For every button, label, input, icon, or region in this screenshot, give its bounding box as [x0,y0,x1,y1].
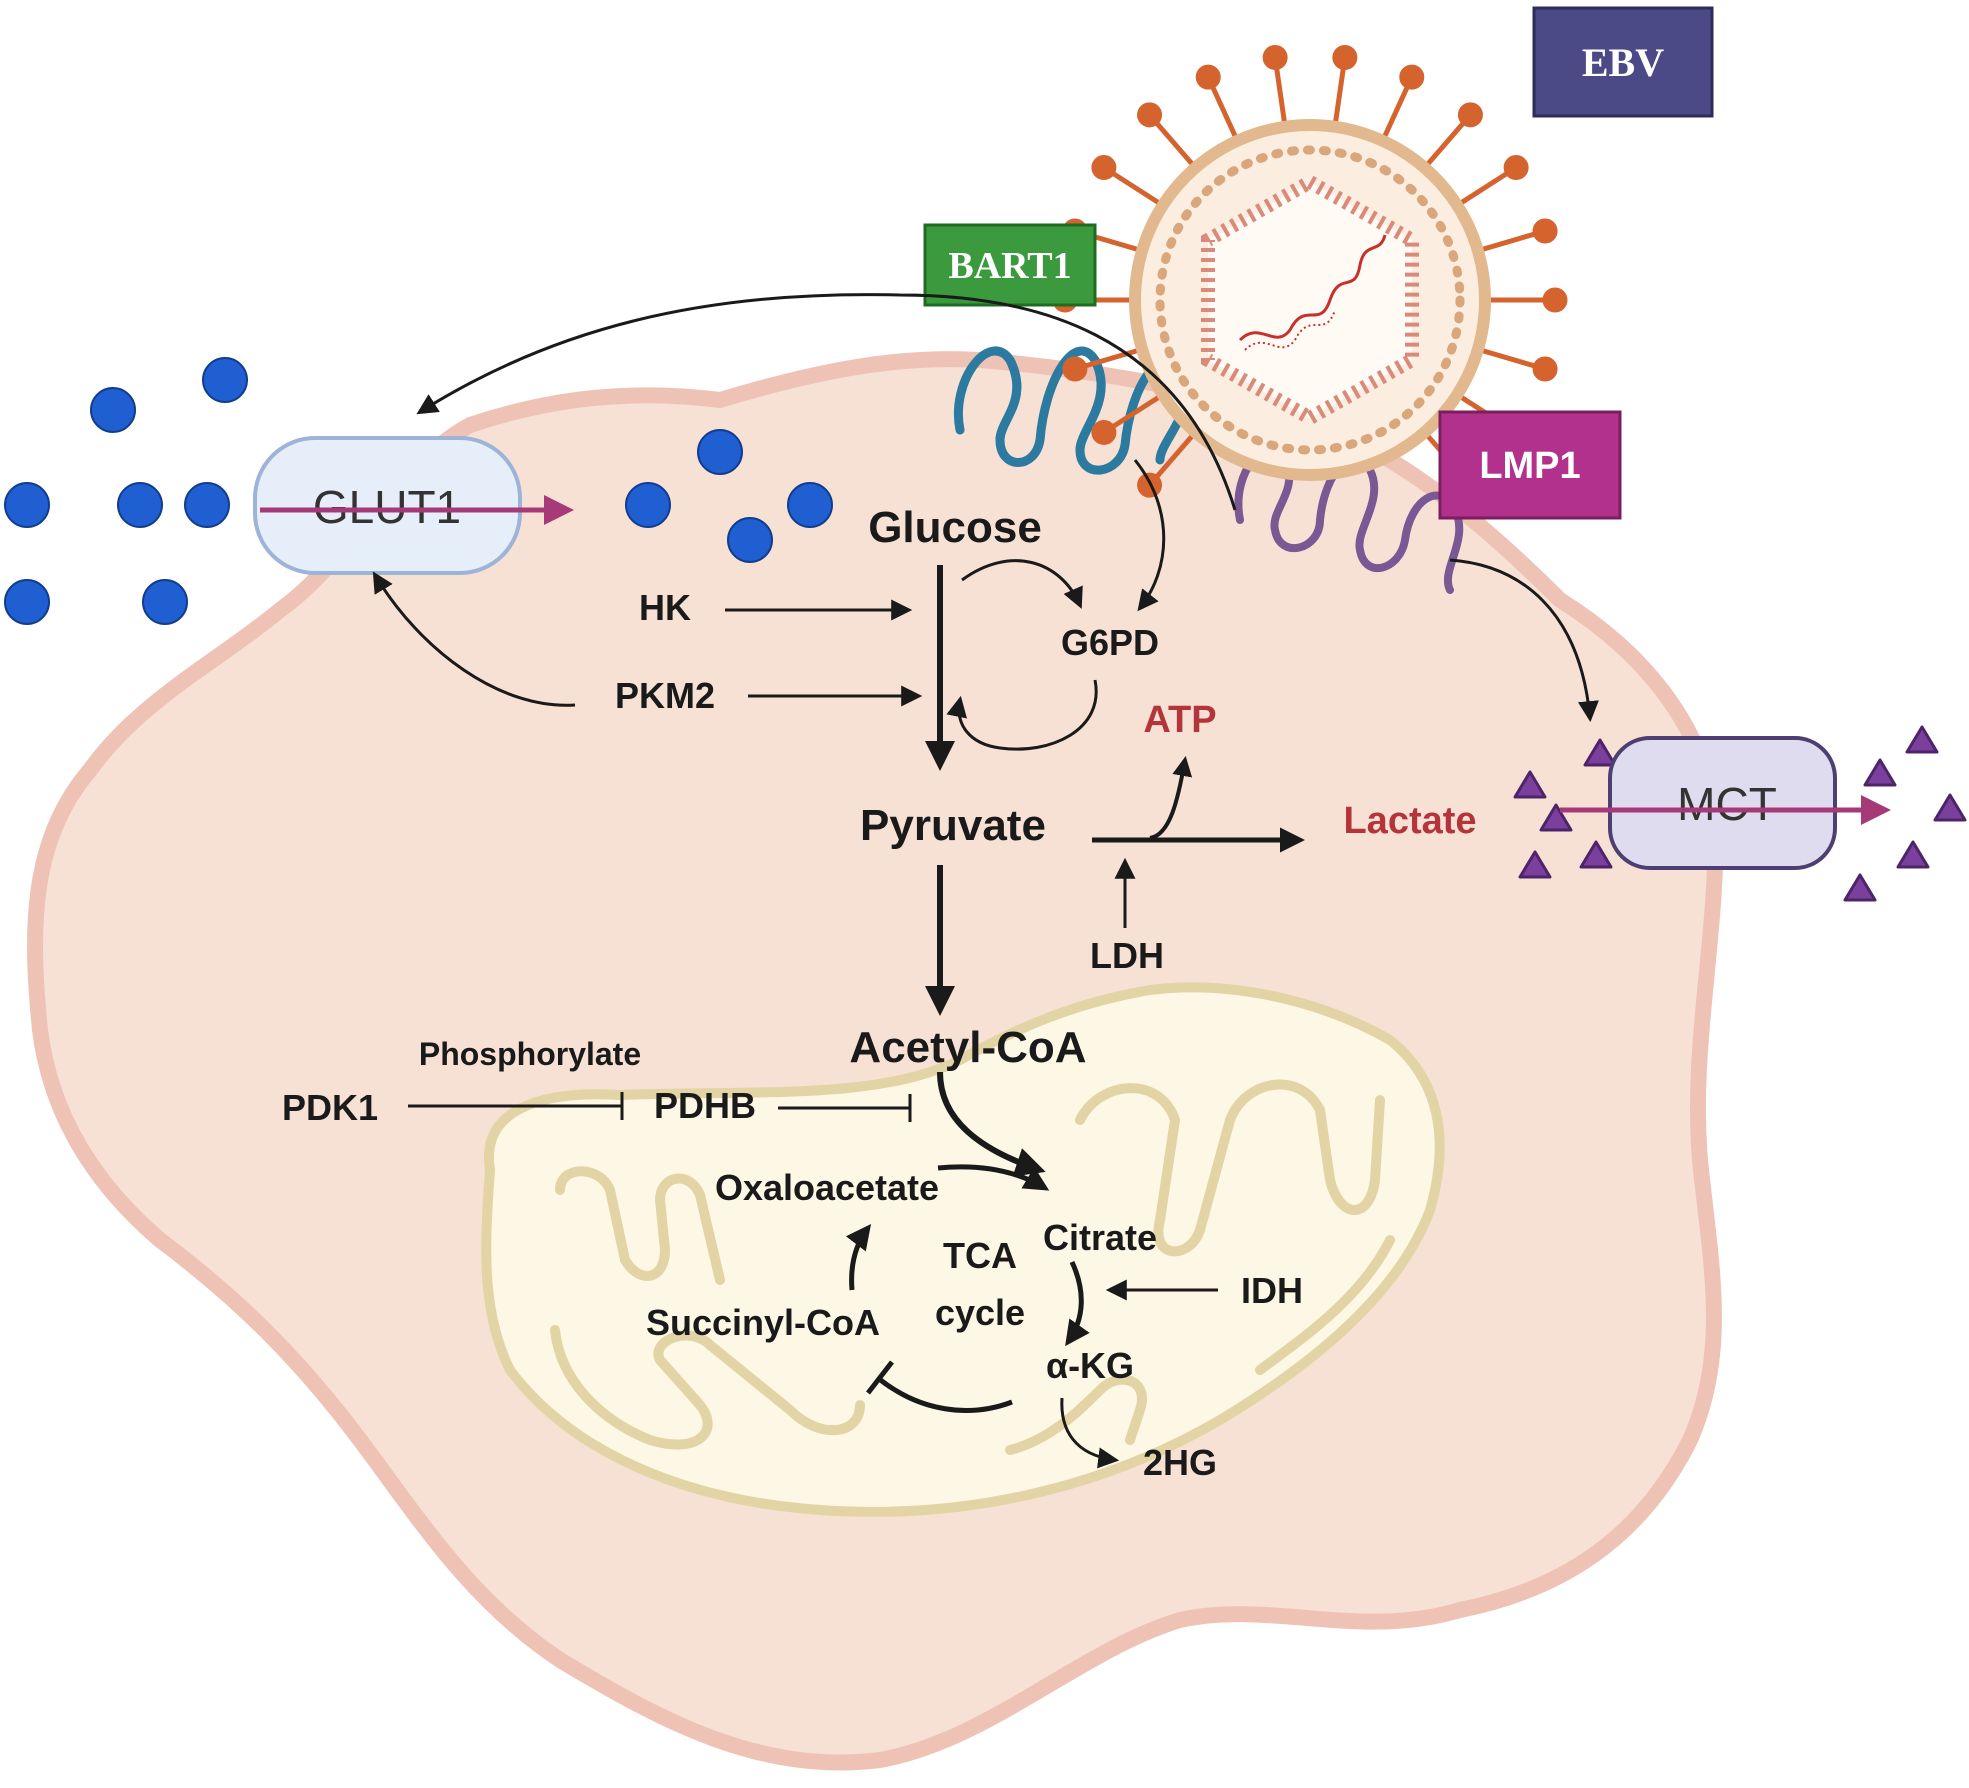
phosphorylate-label: Phosphorylate [419,1036,641,1072]
glucose-dot [90,387,136,433]
lactate-triangle [1905,725,1939,754]
succinyl-coa-label: Succinyl-CoA [646,1302,880,1343]
glucose-dot [4,482,50,528]
virion-spike-head [1091,419,1117,445]
bart1-label: BART1 [948,245,1071,287]
lactate-triangle [1579,840,1613,869]
pdk1-label: PDK1 [282,1087,378,1128]
tca-label-line1: TCA [943,1235,1017,1276]
pyruvate-label: Pyruvate [860,801,1046,850]
lactate-triangle [1583,738,1617,767]
arrow-akg-to-2hg [1060,1397,1120,1469]
lmp1-box [1438,410,1622,520]
glucose-dot [625,482,671,528]
mct-label: MCT [1677,778,1777,830]
glucose-molecules [4,357,833,625]
tca-label-line2: cycle [935,1292,1025,1333]
virion-spike-head [1532,218,1558,244]
2hg-label: 2HG [1143,1442,1217,1483]
lactate-triangle [1513,770,1547,799]
virion-spike-head [1091,155,1117,181]
arrow-succinylcoa-to-oxaloacetate [845,1224,872,1291]
pdhb-label: PDHB [654,1085,756,1126]
arrow-glucose-to-g6pd [961,559,1083,609]
arrow-lmp1-to-mct [1449,558,1599,723]
arrow-virus-to-glut1 [416,293,1237,511]
virion-spike-head [1137,102,1163,128]
hk-label: HK [639,587,691,628]
glucose-dot [4,579,50,625]
virion-spike-head [1457,102,1483,128]
virion-spike-head [1542,287,1568,313]
mct-transporter [1608,736,1837,870]
lactate-triangle [1518,850,1552,879]
lactate-molecules [1513,725,1967,902]
arrow-bart1-to-g6pd [1133,459,1166,612]
pkm2-label: PKM2 [615,675,715,716]
ebv-label: EBV [1582,40,1664,85]
virion-spike-head [1399,64,1425,90]
glucose-dot [727,517,773,563]
arrow-oxaloacetate-to-citrate [937,1164,1050,1191]
lactate-label: Lactate [1343,800,1476,842]
virion-spike-head [1503,155,1529,181]
oxaloacetate-label: Oxaloacetate [715,1167,939,1208]
glucose-dot [202,357,248,403]
arrow-acetylcoa-to-citrate [937,1071,1046,1177]
glut1-label: GLUT1 [313,481,461,533]
ebv-label-box [1532,6,1714,118]
lactate-triangle [1933,793,1967,822]
lactate-triangle [1843,873,1877,902]
virion-spike-head [1062,356,1088,382]
virion-spike-head [1332,44,1358,70]
alpha-kg-label: α-KG [1046,1345,1134,1386]
g6pd-label: G6PD [1061,622,1159,663]
virion-spike-head [1532,356,1558,382]
acetyl-coa-label: Acetyl-CoA [849,1023,1086,1072]
atp-label: ATP [1143,699,1216,741]
lactate-triangle [1896,840,1930,869]
arrow-citrate-to-akg [1065,1260,1090,1347]
glucose-dot [184,482,230,528]
idh-label: IDH [1241,1270,1303,1311]
ldh-label: LDH [1090,935,1164,976]
arrow-akg-to-succinylcoa [876,1376,1013,1413]
glucose-dot [142,579,188,625]
citrate-label: Citrate [1043,1217,1157,1258]
glucose-dot [787,482,833,528]
virion-spike-head [1195,64,1221,90]
lmp1-label: LMP1 [1479,445,1580,487]
mitochondrion [481,982,1445,1517]
glucose-dot [697,429,743,475]
arrow-pkm2-to-glut1 [372,571,576,707]
lactate-triangle [1539,803,1573,832]
glucose-label: Glucose [868,503,1042,552]
lactate-triangle [1863,758,1897,787]
bart1-box [923,223,1097,307]
glucose-dot [117,482,163,528]
arrow-g6pd-to-glycolysis [946,679,1098,751]
arrow-to-atp [1149,756,1193,840]
virion-spike-head [1262,44,1288,70]
